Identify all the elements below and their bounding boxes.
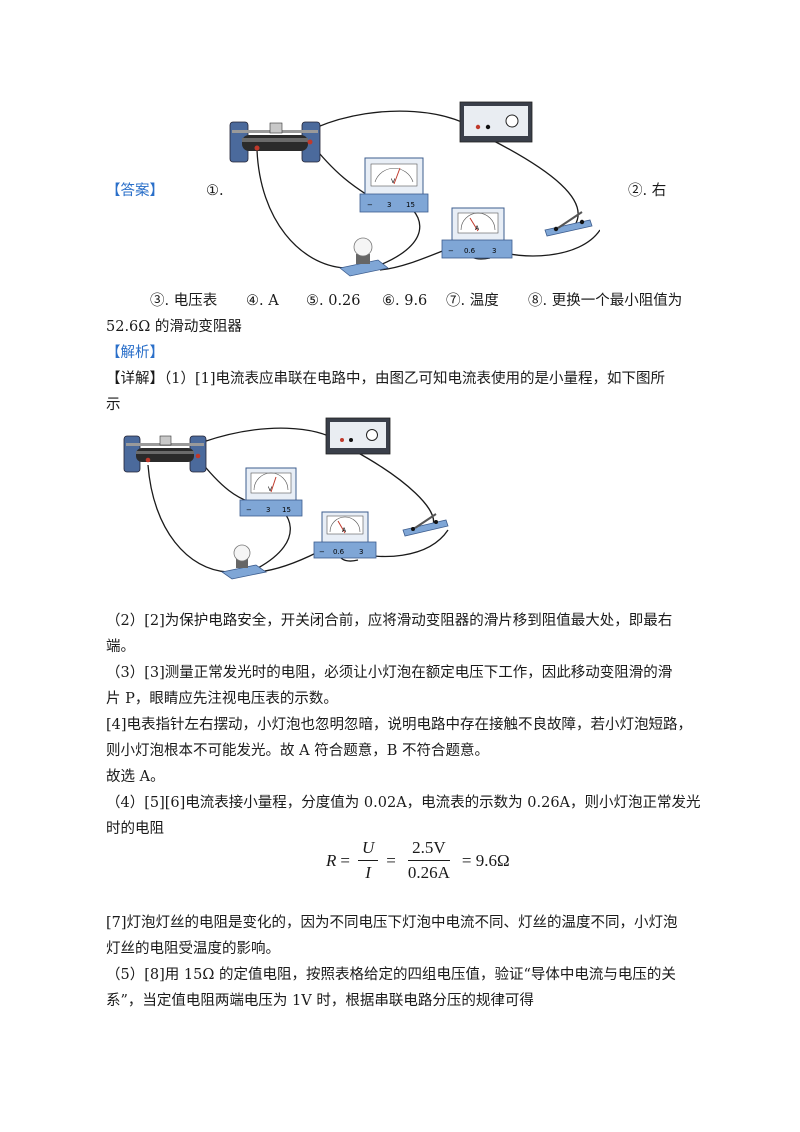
voltmeter-icon: V − 3 15	[359, 157, 429, 213]
voltmeter-terminal-3-2: 3	[266, 506, 270, 514]
formula-result: = 9.6Ω	[461, 850, 510, 870]
voltmeter-unit: V	[391, 178, 396, 185]
detail-p7-l1: [7]灯泡灯丝的电阻是变化的，因为不同电压下灯泡中电流不同、灯丝的温度不同，小灯…	[106, 915, 678, 931]
voltmeter-unit-2: V	[268, 486, 273, 493]
formula-lhs: R	[326, 850, 337, 870]
detail-p4-l1: [4]电表指针左右摆动，小灯泡也忽明忽暗，说明电路中存在接触不良故障，若小灯泡短…	[106, 717, 693, 733]
bulb-icon-2	[221, 544, 267, 580]
detail-p5: 故选 A。	[106, 769, 165, 785]
ammeter-terminal-neg: −	[448, 247, 454, 255]
voltmeter-terminal-15: 15	[406, 201, 415, 209]
switch-icon-2	[402, 513, 449, 537]
detail-p3-l1: （3）[3]测量正常发光时的电阻，必须让小灯泡在额定电压下工作，因此移动变阻滑的…	[106, 665, 673, 681]
rheostat-icon-2	[123, 435, 207, 473]
voltmeter-icon-2: V − 3 15	[239, 467, 303, 517]
rheostat-icon	[229, 121, 321, 163]
formula-frac2-den: 0.26A	[407, 863, 450, 882]
ammeter-icon-2: A − 0.6 3	[313, 511, 377, 559]
answer-item-3: ③. 电压表	[150, 293, 218, 309]
detail-p3-l2: 片 P，眼睛应先注视电压表的示数。	[106, 691, 338, 707]
ammeter-terminal-06-2: 0.6	[333, 548, 345, 556]
detail-p6-l1: （4）[5][6]电流表接小量程，分度值为 0.02A，电流表的示数为 0.26…	[106, 795, 701, 811]
resistance-formula: R = U I = 2.5V 0.26A = 9.6Ω	[326, 838, 510, 883]
answer-item-7: ⑦. 温度	[446, 293, 499, 309]
detail-p2-l1: （2）[2]为保护电路安全，开关闭合前，应将滑动变阻器的滑片移到阻值最大处，即最…	[106, 613, 673, 629]
detail-p8-l2: 系”，当定值电阻两端电压为 1V 时，根据串联电路分压的规律可得	[106, 993, 534, 1009]
formula-fraction-ui: U I	[357, 838, 379, 883]
answer-tag: 【答案】	[106, 183, 164, 199]
answer-item-6: ⑥. 9.6	[382, 293, 428, 309]
voltmeter-terminal-neg: −	[367, 201, 373, 209]
formula-eq-2: =	[386, 850, 396, 870]
answer-line3: 52.6Ω 的滑动变阻器	[106, 319, 242, 335]
answer-item-8: ⑧. 更换一个最小阻值为	[528, 293, 683, 309]
ammeter-unit-2: A	[342, 527, 347, 534]
answer-part2: ②. 右	[628, 183, 667, 199]
detail-p8-l1: （5）[8]用 15Ω 的定值电阻，按照表格给定的四组电压值，验证“导体中电流与…	[106, 967, 676, 983]
ammeter-terminal-06: 0.6	[464, 247, 476, 255]
answer-part1: ①.	[206, 183, 224, 199]
bulb-icon	[339, 237, 389, 277]
power-supply-icon-2	[325, 417, 391, 455]
ammeter-unit: A	[475, 225, 480, 232]
formula-fraction-values: 2.5V 0.26A	[404, 838, 454, 883]
ammeter-terminal-3-2: 3	[359, 548, 363, 556]
analysis-tag: 【解析】	[106, 345, 164, 361]
formula-eq: =	[340, 850, 350, 870]
ammeter-terminal-neg-2: −	[319, 548, 325, 556]
detail-p1-l2: 示	[106, 397, 121, 413]
circuit-figure-detail: V − 3 15 A − 0.6 3	[123, 417, 449, 580]
answer-item-5: ⑤. 0.26	[306, 293, 361, 309]
voltmeter-terminal-15-2: 15	[282, 506, 291, 514]
formula-frac2-num: 2.5V	[408, 838, 450, 861]
switch-icon	[544, 211, 593, 237]
answer-item-4: ④. A	[246, 293, 279, 309]
detail-p6-l2: 时的电阻	[106, 821, 164, 837]
detail-p1-l1: 【详解】（1）[1]电流表应串联在电路中，由图乙可知电流表使用的是小量程，如下图…	[106, 371, 666, 387]
voltmeter-terminal-neg-2: −	[246, 506, 252, 514]
voltmeter-terminal-3: 3	[387, 201, 391, 209]
detail-p7-l2: 灯丝的电阻受温度的影响。	[106, 941, 280, 957]
detail-p4-l2: 则小灯泡根本不可能发光。故 A 符合题意，B 不符合题意。	[106, 743, 489, 759]
power-supply-icon	[459, 101, 533, 143]
ammeter-terminal-3: 3	[492, 247, 496, 255]
ammeter-icon: A − 0.6 3	[441, 207, 513, 259]
circuit-figure-answer: V − 3 15 A − 0.6 3	[229, 101, 600, 277]
formula-frac1-num: U	[357, 838, 379, 861]
detail-p2-l2: 端。	[106, 639, 135, 655]
formula-frac1-den: I	[365, 863, 371, 882]
